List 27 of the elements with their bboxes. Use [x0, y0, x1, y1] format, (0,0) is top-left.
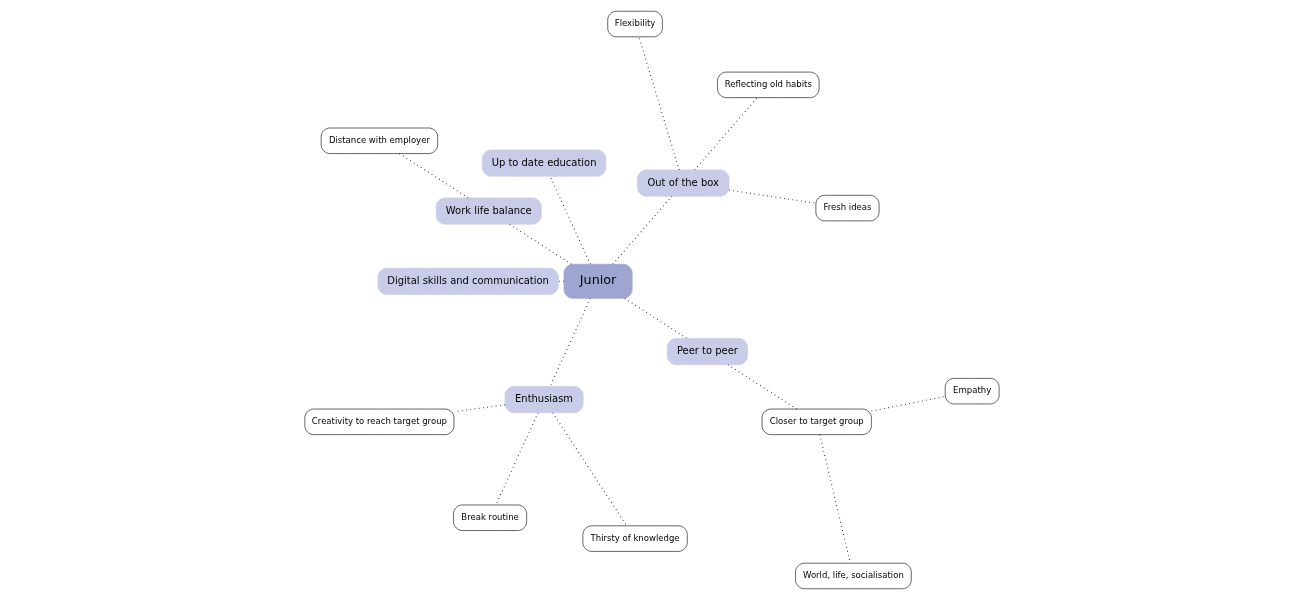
node-box: Reflecting old habits [716, 71, 819, 98]
node-box: Enthusiasm [504, 386, 583, 414]
node-box: Work life balance [435, 197, 542, 225]
node-box: Digital skills and communication [377, 267, 559, 295]
connector [728, 189, 816, 204]
node-box: Fresh ideas [815, 194, 879, 222]
connector [870, 395, 946, 412]
node-box: World, life, socialisation [794, 562, 912, 590]
connector [398, 153, 469, 199]
node-box: Out of the box [636, 169, 729, 197]
connector [623, 297, 687, 339]
node-box: Creativity to reach target group [304, 408, 454, 435]
connector [508, 223, 572, 265]
node-box: Up to date education [481, 149, 606, 177]
node-box: Junior [563, 263, 632, 299]
node-box: Peer to peer [666, 338, 748, 366]
connector [726, 364, 797, 410]
connector [551, 412, 627, 527]
node-box: Closer to target group [761, 408, 872, 435]
node-box: Distance with employer [320, 127, 438, 154]
node-box: Break routine [452, 504, 527, 531]
connector [549, 297, 591, 387]
node-box: Thirsty of knowledge [582, 525, 688, 552]
connector [637, 36, 680, 171]
node-box: Empathy [944, 378, 999, 405]
node-box: Flexibility [606, 10, 663, 38]
connector [549, 175, 591, 265]
